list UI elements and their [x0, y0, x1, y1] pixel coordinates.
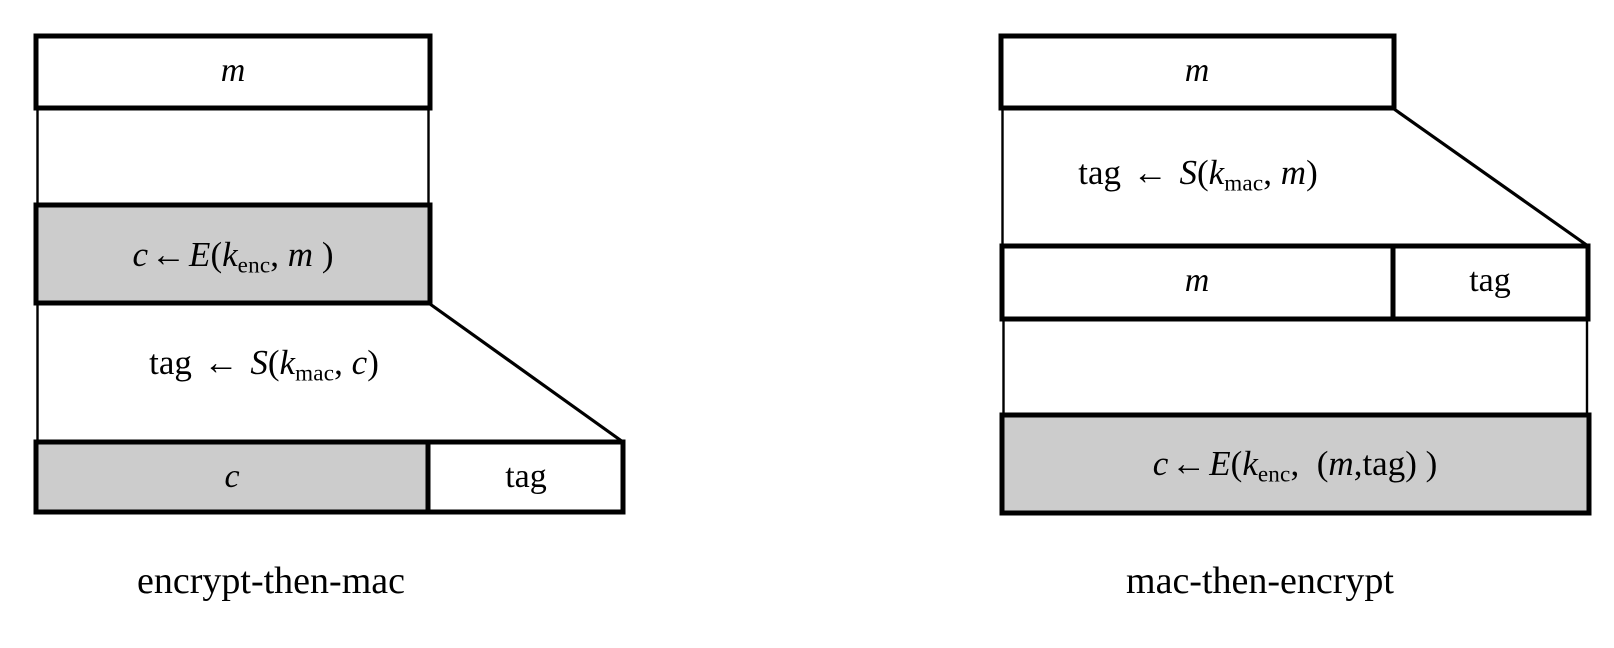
formula-etm-mac-keysub: mac [295, 359, 335, 386]
label-mte-message-text: m [1184, 52, 1210, 89]
formula-etm-encrypt: c←E(kenc, m ) [133, 237, 334, 277]
box-mte-message [1001, 36, 1394, 108]
formula-etm-mac-fn: S [250, 343, 268, 382]
inner-paren-open: ( [1316, 444, 1329, 483]
paren-open: ( [210, 235, 223, 274]
formula-mte-encrypt-keysub: enc [1257, 460, 1291, 487]
paren-close: ) [1306, 153, 1318, 192]
comma: , [334, 343, 343, 382]
label-etm-message: m [221, 54, 246, 88]
box-mte-mid-m [1002, 246, 1393, 319]
arrow-left-icon: ← [203, 343, 239, 382]
formula-etm-mac-lhs: tag [149, 343, 192, 382]
label-mte-mid-tag: tag [1469, 264, 1511, 298]
formula-mte-mac: tag ← S(kmac, m) [1078, 155, 1317, 195]
formula-mte-encrypt-lhs: c [1152, 444, 1169, 483]
comma: , [1290, 444, 1300, 483]
arrow-left-icon: ← [1132, 153, 1168, 192]
label-etm-output-tag-text: tag [505, 458, 547, 495]
formula-etm-encrypt-arg: m [287, 235, 314, 274]
diagonal-etm-expand [429, 302, 624, 444]
comma: , [1263, 153, 1273, 192]
paren-open: ( [1197, 153, 1209, 192]
formula-mte-encrypt-arg-tag: tag [1362, 444, 1406, 483]
caption-encrypt-then-mac: encrypt-then-mac [137, 560, 405, 602]
formula-etm-mac: tag ← S(kmac, c) [149, 345, 379, 385]
box-mte-encrypt-border [999, 412, 1592, 516]
formula-etm-encrypt-lhs: c [132, 235, 149, 274]
inner-comma: , [1353, 444, 1363, 483]
formula-etm-encrypt-keysub: enc [237, 251, 271, 278]
formula-mte-mac-arg: m [1280, 153, 1307, 192]
formula-etm-encrypt-key: k [222, 235, 238, 274]
label-mte-mid-m: m [1185, 264, 1210, 298]
box-mte-mid-tag [1393, 246, 1588, 319]
label-etm-output-tag: tag [505, 460, 547, 494]
label-etm-output-c: c [224, 460, 239, 494]
box-mte-encrypt [1002, 415, 1589, 513]
paren-close: ) [367, 343, 379, 382]
box-etm-output-tag [428, 442, 623, 512]
box-mte-message-border [998, 33, 1397, 111]
formula-mte-mac-key: k [1208, 153, 1225, 192]
paren-close: ) [1416, 444, 1438, 483]
formula-mte-mac-lhs: tag [1078, 153, 1122, 192]
label-mte-mid-m-text: m [1184, 262, 1210, 299]
formula-etm-encrypt-fn: E [189, 235, 211, 274]
paren-open: ( [267, 343, 280, 382]
box-etm-output-tag-border [425, 439, 626, 515]
formula-etm-mac-arg: c [351, 343, 368, 382]
box-etm-encrypt-border [33, 202, 433, 306]
label-mte-mid-tag-text: tag [1469, 262, 1511, 299]
diagonal-mte-expand [1393, 107, 1589, 248]
box-etm-message-border [33, 33, 433, 111]
arrow-left-icon: ← [151, 235, 187, 274]
formula-mte-mac-fn: S [1179, 153, 1198, 192]
box-etm-output-c [36, 442, 428, 512]
formula-mte-encrypt-arg-m: m [1328, 444, 1354, 483]
formula-mte-encrypt-key: k [1242, 444, 1258, 483]
paren-open: ( [1230, 444, 1243, 483]
label-mte-message: m [1185, 54, 1210, 88]
box-etm-message [36, 36, 430, 108]
paren-close: ) [313, 235, 334, 274]
comma: , [270, 235, 280, 274]
formula-mte-mac-keysub: mac [1224, 169, 1264, 196]
formula-etm-mac-key: k [279, 343, 296, 382]
inner-paren-close: ) [1405, 444, 1417, 483]
label-etm-output-c-text: c [224, 458, 240, 495]
arrow-left-icon: ← [1171, 444, 1207, 483]
formula-mte-encrypt-fn: E [1209, 444, 1231, 483]
box-mte-mid-tag-border [1390, 243, 1591, 322]
formula-mte-encrypt: c←E(kenc, (m,tag) ) [1153, 446, 1438, 486]
box-etm-encrypt [36, 205, 430, 303]
caption-mac-then-encrypt: mac-then-encrypt [1126, 560, 1394, 602]
label-etm-message-text: m [220, 52, 246, 89]
